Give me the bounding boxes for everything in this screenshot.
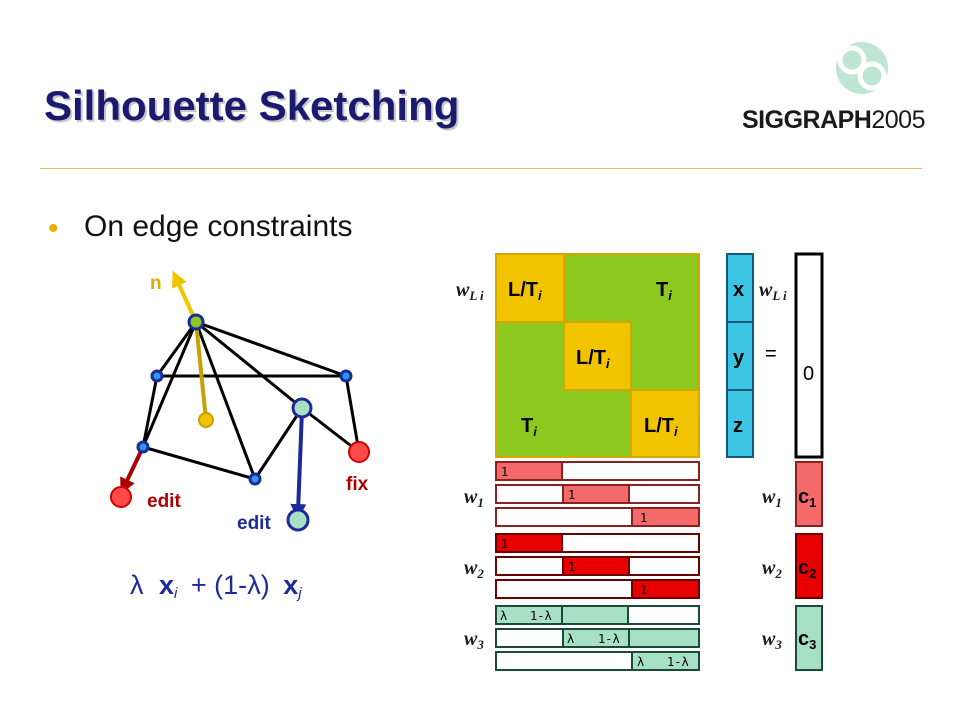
svg-text:λ: λ — [637, 655, 644, 669]
equals-sign: = — [765, 343, 777, 365]
mesh-vertices — [136, 313, 353, 532]
normal-label: n — [150, 273, 162, 294]
svg-text:Ti: Ti — [521, 415, 537, 439]
vertex-bottom — [248, 472, 262, 486]
mesh-edges — [141, 320, 361, 481]
edit-label-2: edit — [237, 513, 271, 534]
svg-text:wL i: wL i — [759, 279, 787, 303]
svg-text:1-λ: 1-λ — [598, 632, 620, 646]
svg-text:x: x — [733, 279, 744, 301]
svg-text:w3: w3 — [464, 628, 484, 652]
svg-text:1: 1 — [501, 537, 508, 551]
slide-title: Silhouette Sketching — [44, 82, 460, 129]
rhs-weights: wL i w1 w2 w3 — [759, 279, 787, 652]
diag-block-1 — [495, 253, 565, 323]
title-divider — [40, 168, 922, 169]
constraint-rows-w2: 1 1 1 — [495, 533, 700, 599]
svg-text:L/Ti: L/Ti — [508, 279, 542, 303]
svg-text:c3: c3 — [798, 628, 816, 652]
constraint-rows-w3: λ 1-λ λ 1-λ λ 1-λ — [495, 605, 700, 671]
vertex-edit-target — [286, 508, 310, 532]
svg-text:wL i: wL i — [456, 279, 484, 303]
svg-text:L/Ti: L/Ti — [644, 415, 678, 439]
svg-text:y: y — [733, 347, 745, 369]
svg-text:c1: c1 — [798, 486, 816, 510]
svg-text:Ti: Ti — [656, 279, 672, 303]
projected-point — [198, 412, 214, 428]
vertex-bottom-left — [136, 440, 150, 454]
svg-text:λ: λ — [500, 609, 507, 623]
vertex-mid — [291, 397, 313, 419]
edit-arrow-blue — [290, 409, 307, 520]
vertex-left — [150, 369, 164, 383]
svg-text:1-λ: 1-λ — [667, 655, 689, 669]
svg-text:1: 1 — [640, 583, 647, 597]
svg-text:1: 1 — [501, 465, 508, 479]
svg-text:0: 0 — [803, 363, 814, 385]
svg-text:w1: w1 — [464, 486, 484, 510]
edit-arrow-red — [120, 446, 145, 495]
svg-text:λ: λ — [567, 632, 574, 646]
blend-formula: λ xi + (1-λ) xj — [130, 570, 302, 604]
svg-text:1: 1 — [640, 511, 647, 525]
svg-text:w2: w2 — [762, 557, 782, 581]
svg-text:1: 1 — [568, 560, 575, 574]
diag-block-3 — [630, 389, 700, 458]
bullet-marker: • — [48, 212, 59, 245]
laplacian-matrix: L/Ti L/Ti L/Ti Ti Ti — [495, 253, 700, 458]
svg-text:w2: w2 — [464, 557, 484, 581]
svg-text:w3: w3 — [762, 628, 782, 652]
vertex-edit-red — [110, 486, 132, 508]
svg-text:z: z — [733, 415, 743, 437]
svg-text:1: 1 — [568, 488, 575, 502]
fix-label: fix — [346, 474, 369, 495]
vertex-right — [339, 369, 353, 383]
svg-text:c2: c2 — [798, 557, 816, 581]
unknown-vector: x y z — [726, 253, 754, 458]
siggraph-logo — [836, 42, 888, 94]
svg-text:w1: w1 — [762, 486, 782, 510]
edit-label-1: edit — [147, 491, 181, 512]
svg-text:1-λ: 1-λ — [530, 609, 552, 623]
matrix-row-weights: wL i w1 w2 w3 — [456, 279, 484, 652]
diag-block-2 — [563, 321, 632, 391]
constraint-rows-w1: 1 1 1 — [495, 461, 700, 527]
svg-text:L/Ti: L/Ti — [576, 347, 610, 371]
bullet-text: On edge constraints — [84, 210, 353, 243]
vertex-fix — [348, 441, 370, 463]
siggraph-logo-text: SIGGRAPH2005 — [742, 106, 925, 134]
rhs-vector: 0 c1 c2 c3 — [794, 252, 824, 671]
projection-line — [194, 321, 208, 421]
vertex-top — [187, 313, 205, 331]
